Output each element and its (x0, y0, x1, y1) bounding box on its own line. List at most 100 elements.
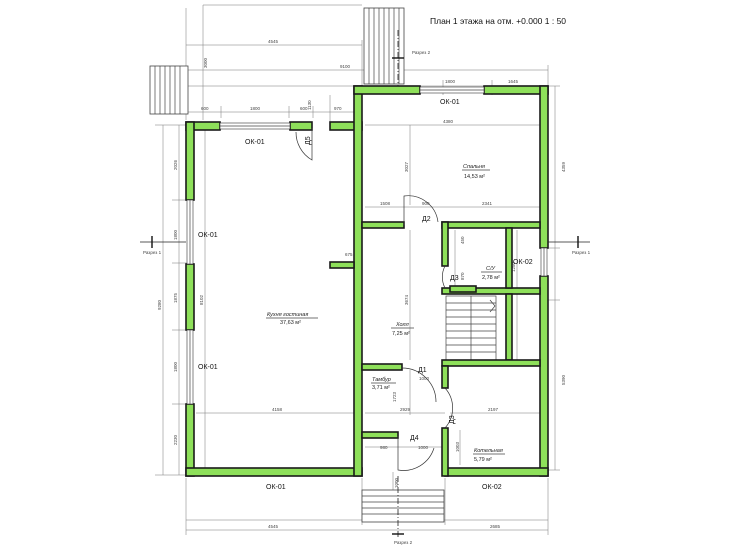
dim-1000-c: 1000 (418, 445, 429, 450)
wall-bottom-right (444, 467, 549, 477)
dim-top-600: 600 (201, 106, 209, 111)
door-label-d3-wc: Д3 (450, 275, 459, 282)
wall-bottom-left (185, 467, 363, 477)
wall-wc-bottom (441, 287, 541, 295)
room-bedroom-name: Спальня (463, 164, 485, 170)
room-vestibule-name: Тамбур (372, 377, 391, 383)
window-label-bottom: ОК-01 (266, 484, 286, 491)
section-left-label: Разрез 1 (143, 250, 162, 255)
dim-left-1875: 1875 (173, 292, 178, 303)
dim-bed-2341: 2341 (482, 201, 493, 206)
window-label-bottom-right: ОК-02 (482, 484, 502, 491)
wall-right-1 (539, 85, 549, 249)
dim-right-5390: 5390 (561, 374, 566, 385)
dim-left-2026: 2026 (173, 159, 178, 170)
windows (186, 86, 548, 405)
wall-left-3 (185, 403, 195, 477)
room-hall-area: 7,25 м² (392, 331, 410, 337)
wall-boiler-top (441, 359, 541, 367)
door-d5-swing (295, 128, 313, 161)
wall-center-vertical (353, 85, 363, 477)
wall-wc-left (441, 221, 449, 267)
dim-top-600b: 600 (300, 106, 308, 111)
wall-kitchen-stub (329, 261, 355, 269)
door-label-d4: Д4 (410, 435, 419, 442)
window-labels: ОК-01 ОК-01 ОК-01 ОК-01 ОК-01 ОК-02 ОК-0… (198, 99, 533, 491)
wall-wc-right (505, 227, 513, 289)
dim-left-8102: 8102 (199, 294, 204, 305)
dim-top-1800b: 1800 (250, 106, 261, 111)
door-label-d5: Д5 (305, 136, 312, 145)
wall-vest-bottom (361, 431, 399, 439)
wall-stair-stub (449, 285, 477, 293)
dim-bottom-2685: 2685 (490, 524, 501, 529)
dim-bed-900: 900 (422, 201, 430, 206)
dim-top-1645: 1645 (508, 79, 519, 84)
dim-top-3000: 3000 (203, 57, 208, 68)
wall-bed-bottom (441, 221, 541, 229)
wall-boiler-left-b (441, 427, 449, 477)
dim-right-4359: 4359 (561, 161, 566, 172)
room-kitchen-area: 37,63 м² (280, 320, 301, 326)
dim-1723: 1723 (392, 391, 397, 402)
dim-980: 980 (380, 445, 388, 450)
wall-left-1 (185, 121, 195, 201)
dim-870: 870 (460, 272, 465, 280)
window-label-top-left: ОК-01 (245, 139, 265, 146)
dim-top-1130: 1130 (307, 100, 312, 110)
dim-left-1800b: 1800 (173, 361, 178, 372)
dim-top-9100: 9100 (340, 64, 351, 69)
room-kitchen-name: Кухня гостиная (267, 312, 308, 318)
door-d1-swing (401, 367, 437, 403)
door-label-d1: Д1 (418, 367, 427, 374)
dim-bottom-4545: 4545 (268, 524, 279, 529)
wall-stair-right (505, 293, 513, 361)
door-label-d3-boiler: Д3 (449, 415, 456, 424)
window-label-left-lower: ОК-01 (198, 364, 218, 371)
window-label-left-upper: ОК-01 (198, 232, 218, 239)
door-d3-boiler-swing (444, 387, 453, 429)
wall-boiler-left-a (441, 365, 449, 389)
walls (185, 85, 549, 477)
dim-1000-d: 1000 (394, 477, 399, 488)
wall-hall-top (361, 221, 405, 229)
wall-vest-top (361, 363, 403, 371)
dim-top-970: 970 (334, 106, 342, 111)
wall-top-right-a (353, 85, 421, 95)
dim-hall-4158: 4158 (272, 407, 283, 412)
room-wc-area: 2,78 м² (482, 275, 500, 281)
dim-top-1800: 1800 (445, 79, 456, 84)
stairs (149, 7, 497, 523)
section-bottom-label: Разрез 2 (394, 540, 413, 545)
dim-bed-3027: 3027 (404, 161, 409, 172)
dim-right-1250: 1250 (511, 261, 516, 272)
dim-450: 450 (460, 236, 465, 244)
wall-right-2 (539, 275, 549, 477)
dim-hall-2197: 2197 (488, 407, 499, 412)
dim-bed-1508: 1508 (380, 201, 391, 206)
plan-title: План 1 этажа на отм. +0.000 1 : 50 (430, 16, 567, 26)
dim-675: 675 (345, 252, 353, 257)
dim-1000-a: 1000 (419, 376, 430, 381)
room-labels: Кухня гостиная 37,63 м² Спальня 14,53 м²… (266, 164, 505, 463)
room-vestibule-area: 3,71 м² (372, 385, 390, 391)
wall-top-left-b (289, 121, 313, 131)
room-boiler-area: 5,79 м² (474, 457, 492, 463)
dim-hall-3674: 3674 (404, 294, 409, 305)
room-boiler-name: Котельная (474, 448, 503, 454)
dim-hall-2929: 2929 (400, 407, 411, 412)
room-wc-name: С/У (486, 266, 496, 272)
dim-left-2230: 2230 (173, 434, 178, 445)
room-hall-name: Холл (395, 322, 409, 328)
room-bedroom-area: 14,53 м² (464, 174, 485, 180)
section-markers: Разрез 2 Разрез 2 Разрез 1 Разрез 1 (140, 30, 591, 545)
dim-left-1800: 1800 (173, 229, 178, 240)
door-label-d2: Д2 (422, 216, 431, 223)
section-right-label: Разрез 1 (572, 250, 591, 255)
dim-left-9280: 9280 (157, 299, 162, 310)
door-d3-wc-swing (441, 265, 446, 289)
window-label-top-right: ОК-01 (440, 99, 460, 106)
section-top-label: Разрез 2 (412, 50, 431, 55)
door-labels: Д5 Д2 Д3 Д1 Д3 Д4 (305, 136, 459, 442)
